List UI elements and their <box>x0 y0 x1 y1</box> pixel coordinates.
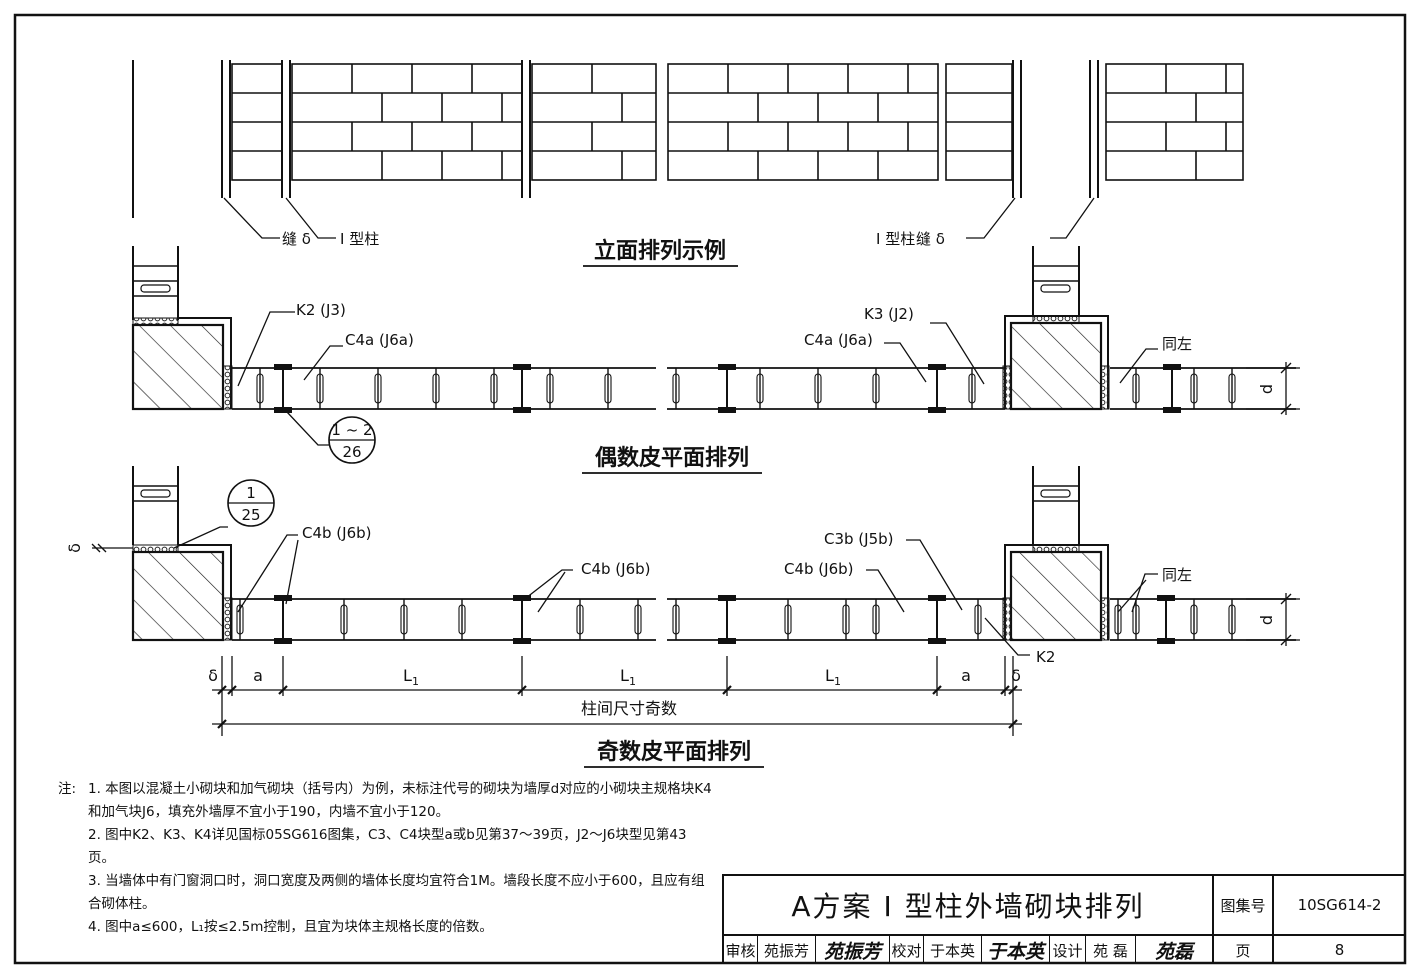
review-label: 审核 <box>724 936 758 964</box>
note-item: 4. 图中a≤600，L₁按≤2.5m控制，且宜为块体主规格长度的倍数。 <box>88 919 493 935</box>
checker-name: 于本英 <box>924 936 982 964</box>
delta-marker <box>91 543 133 553</box>
odd-plan-view: δ d C4b (J6b) C4b (J6b) C4b (J6b) C3b (J… <box>65 466 1300 768</box>
check-label: 校对 <box>890 936 924 964</box>
note-item: 3. 当墙体中有门窗洞口时，洞口宽度及两侧的墙体长度均宜符合1M。墙段长度不应小… <box>88 873 705 912</box>
label-c4a-left: C4a (J6a) <box>345 331 414 349</box>
detail-callout-odd: 1 25 <box>227 479 275 527</box>
column-plan-right <box>1002 246 1110 411</box>
dim-l1-3: L1 <box>825 666 841 688</box>
elevation-view: 缝 δ Ⅰ 型柱 Ⅰ 型柱 缝 δ 立面排列示例 <box>132 60 1244 267</box>
wall-even-right <box>667 364 1296 413</box>
atlas-label: 图集号 <box>1214 876 1274 934</box>
dim-a-left: a <box>253 666 263 685</box>
dimension-chain <box>212 656 1022 736</box>
even-plan-view: d K2 (J3) C4a (J6a) K3 (J2) C4a (J6a) 同左… <box>131 246 1300 474</box>
dim-delta-right: δ <box>1011 666 1021 685</box>
detail-even-top: 1 ~ 2 <box>331 421 372 439</box>
odd-leaders <box>173 526 1158 656</box>
brick-panel <box>945 63 1013 181</box>
column-plan-left <box>131 246 233 411</box>
brick-panel <box>1105 63 1244 181</box>
notes-block: 注: 1. 本图以混凝土小砌块和加气砌块（括号内）为例，未标注代号的砌块为墙厚d… <box>58 778 713 939</box>
column-plan-right-odd <box>1002 466 1110 642</box>
label-c4b-1: C4b (J6b) <box>302 524 372 542</box>
page-number: 8 <box>1334 941 1345 959</box>
notes-head: 注: <box>58 781 77 797</box>
label-c3b-j5b: C3b (J5b) <box>824 530 894 548</box>
elevation-leaders <box>223 197 1095 239</box>
page-label: 页 <box>1214 936 1274 964</box>
label-same-left-even: 同左 <box>1162 335 1192 353</box>
brick-panel <box>291 63 523 181</box>
brick-panel <box>231 63 283 181</box>
column-middle <box>521 60 531 198</box>
column-plan-left-odd <box>131 466 233 642</box>
note-item: 1. 本图以混凝土小砌块和加气砌块（括号内）为例，未标注代号的砌块为墙厚d对应的… <box>88 781 712 820</box>
atlas-number: 10SG614-2 <box>1297 896 1382 914</box>
reviewer-name: 苑振芳 <box>758 936 816 964</box>
label-column-right: Ⅰ 型柱 <box>876 230 915 248</box>
even-plan-title: 偶数皮平面排列 <box>595 445 749 471</box>
label-seam-left: 缝 δ <box>282 230 311 248</box>
label-seam-right: 缝 δ <box>916 230 945 248</box>
detail-even-bottom: 26 <box>342 443 361 461</box>
label-same-left-odd: 同左 <box>1162 566 1192 584</box>
designer-signature: 苑磊 <box>1136 936 1214 964</box>
detail-callout-even: 1 ~ 2 26 <box>328 416 376 464</box>
odd-plan-title: 奇数皮平面排列 <box>597 739 751 765</box>
even-leaders <box>237 311 1158 446</box>
column-right <box>1012 60 1099 198</box>
title-block: A方案 Ⅰ 型柱外墙砌块排列 图集号 10SG614-2 审核 苑振芳 苑振芳 … <box>722 874 1405 964</box>
brick-panel <box>531 63 657 181</box>
wall-even-left <box>232 364 656 413</box>
designer-name: 苑 磊 <box>1086 936 1136 964</box>
detail-odd-bottom: 25 <box>241 506 260 524</box>
checker-signature: 于本英 <box>982 936 1050 964</box>
elevation-title: 立面排列示例 <box>594 238 726 264</box>
reviewer-signature: 苑振芳 <box>816 936 890 964</box>
label-k2-j3: K2 (J3) <box>296 301 346 319</box>
label-k2: K2 <box>1036 648 1055 666</box>
dim-d-odd <box>1246 593 1300 646</box>
dim-delta-left: δ <box>208 666 218 685</box>
dim-l1-2: L1 <box>620 666 636 688</box>
dim-l1-1: L1 <box>403 666 419 688</box>
dim-d-label: d <box>1257 384 1276 394</box>
sheet-border <box>13 13 1407 965</box>
dim-d-even <box>1246 362 1300 415</box>
drawing-title: A方案 Ⅰ 型柱外墙砌块排列 <box>724 876 1214 934</box>
brick-panel <box>667 63 939 181</box>
label-column-left: Ⅰ 型柱 <box>340 230 379 248</box>
dim-a-right: a <box>961 666 971 685</box>
label-c4a-right: C4a (J6a) <box>804 331 873 349</box>
wall-odd-right <box>667 595 1296 644</box>
dim-d-label: d <box>1257 615 1276 625</box>
label-c4b-3: C4b (J6b) <box>784 560 854 578</box>
label-c4b-2: C4b (J6b) <box>581 560 651 578</box>
delta-label: δ <box>65 543 84 553</box>
detail-odd-top: 1 <box>246 484 256 502</box>
dim-total: 柱间尺寸奇数 <box>581 699 677 718</box>
note-item: 2. 图中K2、K3、K4详见国标05SG616图集，C3、C4块型a或b见第3… <box>88 827 687 866</box>
wall-odd-left <box>232 595 656 644</box>
design-label: 设计 <box>1050 936 1086 964</box>
label-k3-j2: K3 (J2) <box>864 305 914 323</box>
